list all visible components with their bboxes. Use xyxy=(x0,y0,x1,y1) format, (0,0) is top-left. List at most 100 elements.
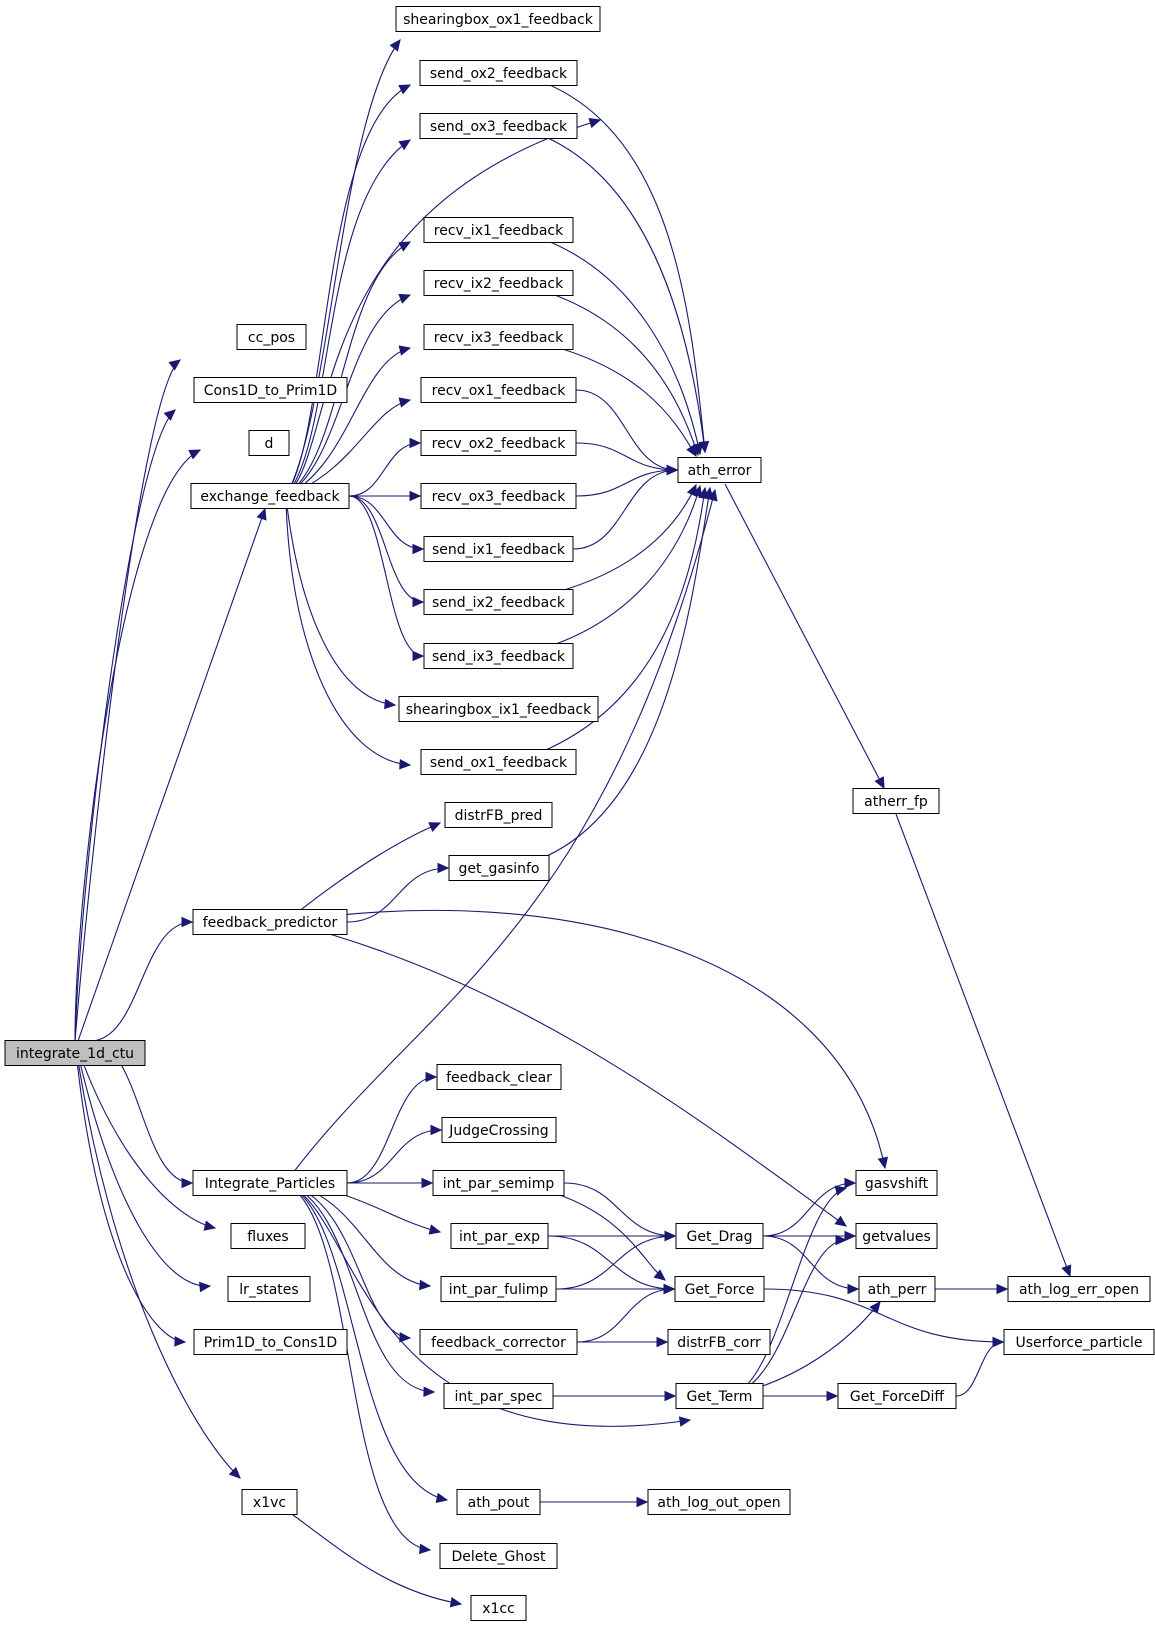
edge-line xyxy=(285,1182,431,1551)
node-distrFB_corr[interactable]: distrFB_corr xyxy=(667,1329,771,1355)
edge-line xyxy=(285,119,601,497)
node-integrate_1d_ctu[interactable]: integrate_1d_ctu xyxy=(4,1040,146,1066)
node-Get_ForceDiff[interactable]: Get_ForceDiff xyxy=(837,1383,957,1409)
node-ath_log_err_open[interactable]: ath_log_err_open xyxy=(1007,1276,1151,1302)
node-send_ox1_feedback[interactable]: send_ox1_feedback xyxy=(420,749,577,775)
arrowhead-icon xyxy=(992,1336,1005,1348)
node-exchange_feedback[interactable]: exchange_feedback xyxy=(190,483,350,509)
node-Cons1D_to_Prim1D[interactable]: Cons1D_to_Prim1D xyxy=(193,377,348,403)
node-feedback_corrector[interactable]: feedback_corrector xyxy=(419,1329,578,1355)
node-distrFB_pred[interactable]: distrFB_pred xyxy=(444,802,553,828)
arrowhead-icon xyxy=(996,1283,1009,1295)
node-lr_states[interactable]: lr_states xyxy=(227,1276,311,1302)
node-feedback_clear[interactable]: feedback_clear xyxy=(436,1064,562,1090)
node-recv_ix1_feedback[interactable]: recv_ix1_feedback xyxy=(423,217,574,243)
node-label: ath_perr xyxy=(868,1282,927,1298)
node-feedback_predictor[interactable]: feedback_predictor xyxy=(192,909,348,935)
node-int_par_semimp[interactable]: int_par_semimp xyxy=(432,1170,565,1196)
node-ath_perr[interactable]: ath_perr xyxy=(858,1276,936,1302)
node-box xyxy=(193,377,348,403)
node-label: recv_ix3_feedback xyxy=(434,330,564,346)
node-recv_ox1_feedback[interactable]: recv_ox1_feedback xyxy=(420,377,577,403)
node-label: Prim1D_to_Cons1D xyxy=(204,1335,337,1351)
node-box xyxy=(470,1595,527,1621)
node-send_ox2_feedback[interactable]: send_ox2_feedback xyxy=(419,60,578,86)
node-ath_error[interactable]: ath_error xyxy=(677,457,762,483)
edge-line xyxy=(89,921,193,1042)
edge-x1vc-to-x1cc xyxy=(274,1501,463,1608)
edge-line xyxy=(285,399,411,497)
edge-exchange_feedback-to-recv_ix3_feedback xyxy=(285,345,412,497)
edge-feedback_predictor-to-get_gasinfo xyxy=(346,862,450,923)
node-get_gasinfo[interactable]: get_gasinfo xyxy=(448,855,550,881)
edge-exchange_feedback-to-send_ox1_feedback xyxy=(285,495,412,770)
edge-int_par_exp-to-Get_Force xyxy=(547,1235,676,1295)
node-JudgeCrossing[interactable]: JudgeCrossing xyxy=(441,1117,557,1143)
node-label: feedback_predictor xyxy=(203,915,338,931)
edge-line xyxy=(346,1129,442,1184)
edge-line xyxy=(513,487,706,763)
node-d[interactable]: d xyxy=(248,430,290,456)
node-recv_ix2_feedback[interactable]: recv_ix2_feedback xyxy=(423,270,574,296)
node-ath_pout[interactable]: ath_pout xyxy=(456,1489,541,1515)
node-Get_Term[interactable]: Get_Term xyxy=(675,1383,764,1409)
node-int_par_fulimp[interactable]: int_par_fulimp xyxy=(440,1276,557,1302)
edge-exchange_feedback-to-recv_ox2_feedback xyxy=(348,437,422,497)
node-recv_ix3_feedback[interactable]: recv_ix3_feedback xyxy=(423,324,574,350)
arrowhead-icon xyxy=(421,1177,434,1189)
node-recv_ox2_feedback[interactable]: recv_ox2_feedback xyxy=(420,430,577,456)
edge-line xyxy=(274,1501,462,1605)
node-int_par_spec[interactable]: int_par_spec xyxy=(443,1383,554,1409)
node-Prim1D_to_Cons1D[interactable]: Prim1D_to_Cons1D xyxy=(193,1329,348,1355)
edge-line xyxy=(285,822,441,923)
node-getvalues[interactable]: getvalues xyxy=(855,1223,938,1249)
node-Integrate_Particles[interactable]: Integrate_Particles xyxy=(192,1170,348,1196)
node-recv_ox3_feedback[interactable]: recv_ox3_feedback xyxy=(420,483,577,509)
node-label: cc_pos xyxy=(248,330,295,346)
edge-Get_Term-to-Get_ForceDiff xyxy=(763,1390,839,1402)
node-Get_Force[interactable]: Get_Force xyxy=(674,1276,765,1302)
node-fluxes[interactable]: fluxes xyxy=(230,1223,306,1249)
node-box xyxy=(837,1383,957,1409)
edge-ath_pout-to-ath_log_out_open xyxy=(540,1496,649,1508)
edge-Get_ForceDiff-to-Userforce_particle xyxy=(955,1336,1005,1397)
node-Get_Drag[interactable]: Get_Drag xyxy=(675,1223,764,1249)
node-ath_log_out_open[interactable]: ath_log_out_open xyxy=(647,1489,791,1515)
node-x1cc[interactable]: x1cc xyxy=(470,1595,527,1621)
node-send_ix2_feedback[interactable]: send_ix2_feedback xyxy=(423,589,574,615)
arrowhead-icon xyxy=(389,39,401,52)
node-send_ix1_feedback[interactable]: send_ix1_feedback xyxy=(423,536,574,562)
node-shearingbox_ox1_feedback[interactable]: shearingbox_ox1_feedback xyxy=(395,6,601,32)
node-box xyxy=(667,1329,771,1355)
arrowhead-icon xyxy=(588,117,602,129)
edge-line xyxy=(74,1040,241,1479)
edge-line xyxy=(285,347,411,497)
node-label: feedback_corrector xyxy=(431,1335,566,1351)
edge-exchange_feedback-to-send_ix3_feedback xyxy=(348,495,425,662)
node-send_ox3_feedback[interactable]: send_ox3_feedback xyxy=(419,113,578,139)
arrowhead-icon xyxy=(707,488,718,502)
node-shearingbox_ix1_feedback[interactable]: shearingbox_ix1_feedback xyxy=(398,696,599,722)
node-label: ath_pout xyxy=(468,1495,530,1511)
node-gasvshift[interactable]: gasvshift xyxy=(855,1170,938,1196)
arrowhead-icon xyxy=(398,139,412,151)
node-x1vc[interactable]: x1vc xyxy=(241,1489,298,1515)
node-cc_pos[interactable]: cc_pos xyxy=(236,324,307,350)
arrowhead-icon xyxy=(168,359,181,371)
node-int_par_exp[interactable]: int_par_exp xyxy=(450,1223,549,1249)
edge-Integrate_Particles-to-int_par_spec xyxy=(285,1182,436,1398)
node-label: send_ix1_feedback xyxy=(432,542,566,558)
node-box xyxy=(852,788,940,814)
node-box xyxy=(423,589,574,615)
node-label: Get_Term xyxy=(687,1389,753,1405)
node-box xyxy=(420,749,577,775)
node-Delete_Ghost[interactable]: Delete_Ghost xyxy=(439,1543,558,1569)
node-send_ix3_feedback[interactable]: send_ix3_feedback xyxy=(423,643,574,669)
edge-integrate_1d_ctu-to-exchange_feedback xyxy=(77,507,267,1042)
node-Userforce_particle[interactable]: Userforce_particle xyxy=(1003,1329,1155,1355)
node-atherr_fp[interactable]: atherr_fp xyxy=(852,788,940,814)
node-box xyxy=(441,1117,557,1143)
node-label: Userforce_particle xyxy=(1016,1335,1143,1351)
edge-line xyxy=(514,125,706,453)
arrowhead-icon xyxy=(834,1215,847,1227)
